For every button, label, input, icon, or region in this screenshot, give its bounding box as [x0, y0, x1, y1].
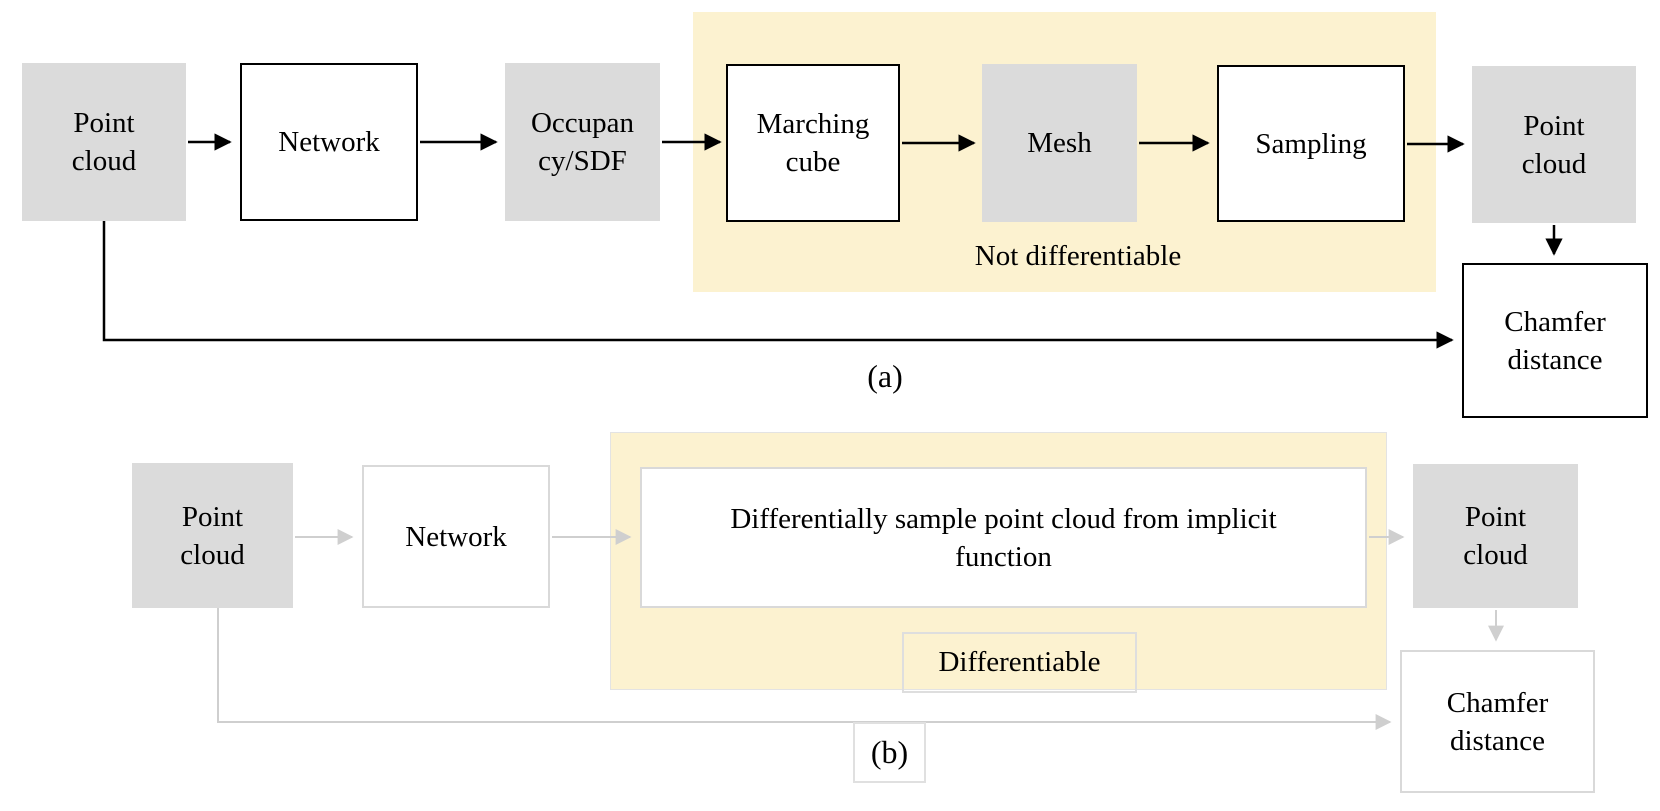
node-label: distance	[1449, 724, 1545, 757]
node-a-mesh: Mesh	[982, 64, 1137, 222]
node-a-network: Network	[240, 63, 418, 221]
node-label: Occupan	[530, 107, 635, 139]
node-label: Point	[1523, 109, 1585, 142]
node-a-point-cloud-input: Point cloud	[22, 63, 186, 221]
node-label: Network	[278, 126, 380, 158]
node-label: Chamfer	[1446, 686, 1549, 719]
differentiable-label-box: Differentiable	[902, 632, 1137, 693]
node-label: cy/SDF	[538, 145, 627, 177]
node-label: Sampling	[1255, 127, 1367, 160]
caption-b-box: (b)	[853, 722, 926, 783]
differentiable-label: Differentiable	[938, 646, 1101, 678]
caption-b: (b)	[870, 734, 909, 770]
not-differentiable-label: Not differentiable	[974, 240, 1182, 272]
node-label: distance	[1507, 343, 1603, 376]
caption-a: (a)	[867, 358, 903, 394]
node-label: cube	[785, 146, 841, 178]
node-label: Mesh	[1027, 127, 1092, 159]
node-b-differentiable-sampler: Differentially sample point cloud from i…	[640, 467, 1367, 608]
node-label: cloud	[1521, 147, 1587, 180]
node-b-network: Network	[362, 465, 550, 608]
node-label: Differentially sample point cloud from i…	[730, 502, 1277, 535]
node-b-point-cloud-output: Point cloud	[1413, 464, 1578, 608]
node-a-marching-cube: Marching cube	[726, 64, 900, 222]
node-a-point-cloud-output: Point cloud	[1472, 66, 1636, 223]
node-label: cloud	[1463, 539, 1528, 571]
node-label: cloud	[180, 538, 245, 571]
node-a-occupancy-sdf: Occupan cy/SDF	[505, 63, 660, 221]
node-label: Network	[405, 520, 507, 553]
node-label: Marching	[756, 108, 870, 140]
node-b-point-cloud-input: Point cloud	[132, 463, 293, 608]
node-b-chamfer-distance: Chamfer distance	[1400, 650, 1595, 793]
node-label: Point	[1464, 501, 1527, 533]
arrow-a-input-to-chamfer-elbow	[102, 221, 1454, 349]
node-label: cloud	[71, 145, 137, 177]
node-label: function	[955, 540, 1052, 573]
node-label: Point	[181, 500, 244, 533]
node-label: Point	[73, 107, 135, 139]
node-a-sampling: Sampling	[1217, 65, 1405, 222]
arrow-b-input-to-chamfer-elbow	[217, 608, 1392, 730]
node-label: Chamfer	[1504, 305, 1606, 338]
node-a-chamfer-distance: Chamfer distance	[1462, 263, 1648, 418]
